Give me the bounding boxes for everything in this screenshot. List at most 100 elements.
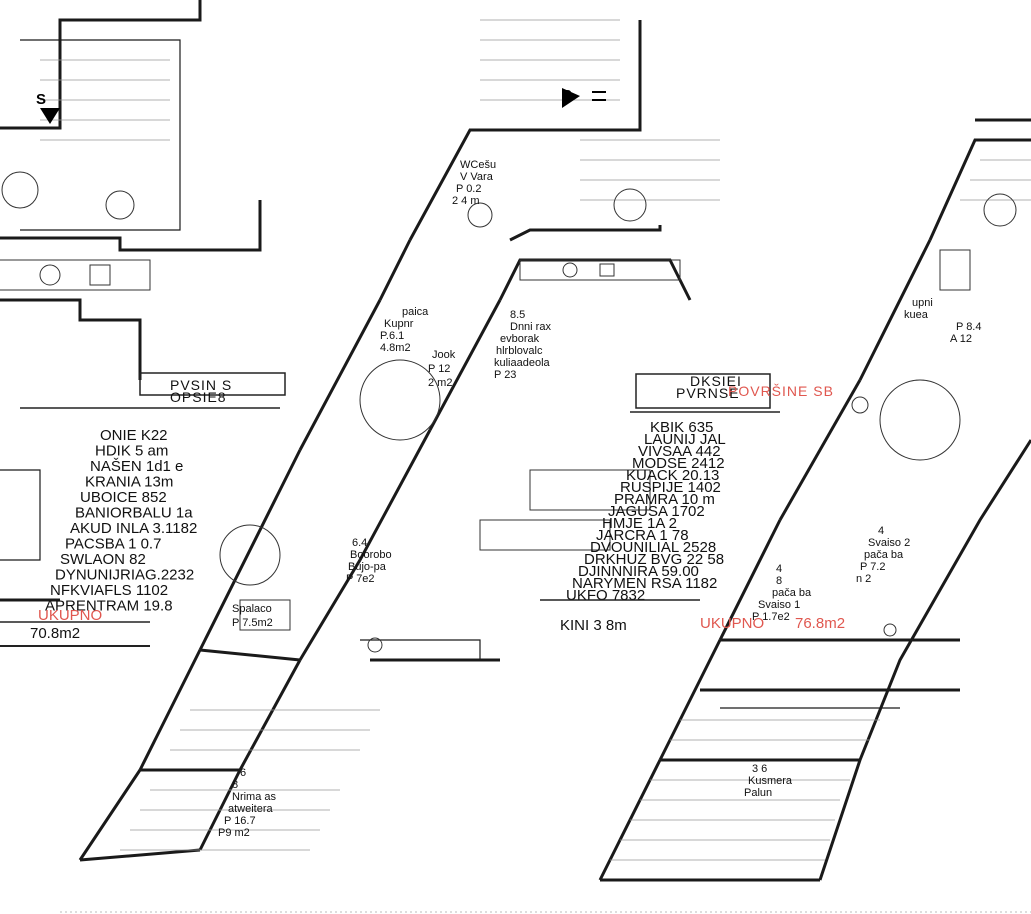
- svg-text:8: 8: [232, 779, 238, 791]
- svg-text:Kupnr: Kupnr: [384, 318, 414, 330]
- right-table-row: JAGUSA 1702: [608, 503, 705, 520]
- left-table-row: APRENTRAM 19.8: [45, 598, 173, 615]
- right-unit: [598, 118, 1031, 882]
- right-table-row: JARCRA 1 78: [596, 527, 689, 544]
- right-table-row: HMJE 1A 2: [602, 515, 677, 532]
- svg-text:2 4 m: 2 4 m: [452, 195, 480, 207]
- svg-text:Nrima as: Nrima as: [232, 791, 277, 803]
- svg-text:Dnni rax: Dnni rax: [510, 321, 551, 333]
- room-label-center: Jook P 12 2 m2: [428, 349, 456, 389]
- svg-text:V Vara: V Vara: [460, 171, 494, 183]
- left-table-title: PVSIN S: [170, 377, 232, 393]
- right-table-row: DJINNNIRA 59.00: [578, 563, 699, 580]
- svg-text:hlrblovalc: hlrblovalc: [496, 345, 543, 357]
- svg-text:4: 4: [878, 525, 884, 537]
- left-table-row: NFKVIAFLS 1102: [50, 582, 168, 599]
- left-table-row: UBOICE 852: [80, 489, 167, 506]
- center-unit: [78, 19, 720, 862]
- svg-text:Svaiso 2: Svaiso 2: [868, 537, 910, 549]
- right-table-title: DKSIEI: [690, 373, 742, 389]
- right-footer: KINI 3 8m: [560, 617, 627, 634]
- svg-text:P 8.4: P 8.4: [956, 321, 982, 333]
- svg-text:Svaiso 1: Svaiso 1: [758, 599, 800, 611]
- svg-text:P 23: P 23: [494, 369, 516, 381]
- svg-text:Spalaco: Spalaco: [232, 603, 272, 615]
- svg-text:n 2: n 2: [856, 573, 871, 585]
- room-label-bedroom-1: 8 pača ba Svaiso 1 P 1.7e2 4: [752, 563, 812, 623]
- svg-text:P 0.2: P 0.2: [456, 183, 482, 195]
- left-table-subtitle: OPSIE8: [170, 389, 227, 405]
- svg-text:P 7.2: P 7.2: [860, 561, 886, 573]
- svg-text:8: 8: [776, 575, 782, 587]
- right-table-row: DRKHUZ BVG 22 58: [584, 551, 724, 568]
- svg-text:6: 6: [240, 767, 246, 779]
- left-table-row: NAŠEN 1d1 e: [90, 458, 183, 475]
- right-total-value: 76.8m2: [795, 615, 845, 632]
- room-label-bedroom-2: 4 Svaiso 2 pača ba P 7.2 n 2: [856, 525, 910, 585]
- svg-text:6.4: 6.4: [352, 537, 367, 549]
- svg-text:4: 4: [776, 563, 782, 575]
- svg-text:upni: upni: [912, 297, 933, 309]
- right-table-row: UKFO 7832: [566, 587, 645, 604]
- left-table-row: AKUD INLA 3.1182: [70, 520, 197, 537]
- svg-text:paica: paica: [402, 306, 429, 318]
- right-table-row: KBIK 635: [650, 419, 713, 436]
- svg-text:Palun: Palun: [744, 787, 772, 799]
- room-label-kitchen: 8.5 Dnni rax evborak hlrblovalc kuliaade…: [494, 309, 551, 381]
- north-arrow-icon: S: [36, 91, 60, 124]
- svg-text:pača ba: pača ba: [772, 587, 812, 599]
- svg-text:pača ba: pača ba: [864, 549, 904, 561]
- left-table-row: BANIORBALU 1a: [75, 505, 193, 522]
- svg-text:Boorobo: Boorobo: [350, 549, 392, 561]
- svg-text:P 12: P 12: [428, 363, 450, 375]
- room-label-small-room: Spalaco P 7.5m2: [232, 603, 273, 629]
- svg-text:3 6: 3 6: [752, 763, 767, 775]
- room-label-balcony: 6 8 Nrima as atweitera P 16.7 P9 m2: [218, 767, 277, 839]
- svg-text:kuliaadeola: kuliaadeola: [494, 357, 551, 369]
- right-table-subtitle: PVRNSE: [676, 385, 740, 401]
- right-table-row: LAUNIJ JAL: [644, 431, 726, 448]
- left-table-row: ONIE K22: [100, 427, 168, 444]
- left-total-value: 70.8m2: [30, 625, 80, 642]
- svg-text:kuea: kuea: [904, 309, 929, 321]
- svg-text:P.6.1: P.6.1: [380, 330, 404, 342]
- left-table-row: DYNUNIJRIAG.2232: [55, 567, 194, 584]
- room-label-right-bottom: 3 6 Kusmera Palun: [744, 763, 793, 799]
- right-table-row: PRAMRA 10 m: [614, 491, 715, 508]
- svg-text:evborak: evborak: [500, 333, 540, 345]
- left-table-row: HDIK 5 am: [95, 443, 168, 460]
- right-table-row: NARYMEN RSA 1182: [572, 575, 717, 592]
- right-table-row: RUSPIJE 1402: [620, 479, 721, 496]
- north-arrow-icon: S: [562, 87, 606, 108]
- room-label-hall: paica Kupnr P.6.1 4.8m2: [380, 306, 429, 354]
- room-label-right-room: upni kuea P 8.4 A 12: [904, 297, 982, 345]
- right-table-row: DVOUNILIAL 2528: [590, 539, 716, 556]
- compass-label-left: S: [36, 91, 46, 108]
- right-table-title-red: POVRŠINE SB: [728, 383, 834, 399]
- right-area-table: DKSIEI PVRNSE POVRŠINE SB KBIK 635LAUNIJ…: [540, 373, 845, 634]
- svg-text:2 m2: 2 m2: [428, 377, 452, 389]
- left-table-row: KRANIA 13m: [85, 474, 173, 491]
- svg-text:P 7e2: P 7e2: [346, 573, 375, 585]
- svg-text:P 16.7: P 16.7: [224, 815, 256, 827]
- left-total-label: UKUPNO: [38, 607, 102, 624]
- right-table-row: KUACK 20.13: [626, 467, 719, 484]
- svg-text:P 7.5m2: P 7.5m2: [232, 617, 273, 629]
- svg-text:4.8m2: 4.8m2: [380, 342, 411, 354]
- compass-label-center: S: [562, 87, 572, 104]
- svg-text:WCešu: WCešu: [460, 159, 496, 171]
- svg-text:P 1.7e2: P 1.7e2: [752, 611, 790, 623]
- right-table-row: VIVSAA 442: [638, 443, 721, 460]
- room-label-wc: WCešu V Vara P 0.2 2 4 m: [452, 159, 496, 207]
- left-unit: [0, 0, 262, 602]
- svg-text:8.5: 8.5: [510, 309, 525, 321]
- svg-text:Bujo-pa: Bujo-pa: [348, 561, 387, 573]
- right-total-label: UKUPNO: [700, 615, 764, 632]
- svg-text:Kusmera: Kusmera: [748, 775, 793, 787]
- svg-text:Jook: Jook: [432, 349, 456, 361]
- svg-text:atweitera: atweitera: [228, 803, 274, 815]
- left-table-row: PACSBA 1 0.7: [65, 536, 161, 553]
- room-label-small-room-2: 6.4 Boorobo Bujo-pa P 7e2: [346, 537, 392, 585]
